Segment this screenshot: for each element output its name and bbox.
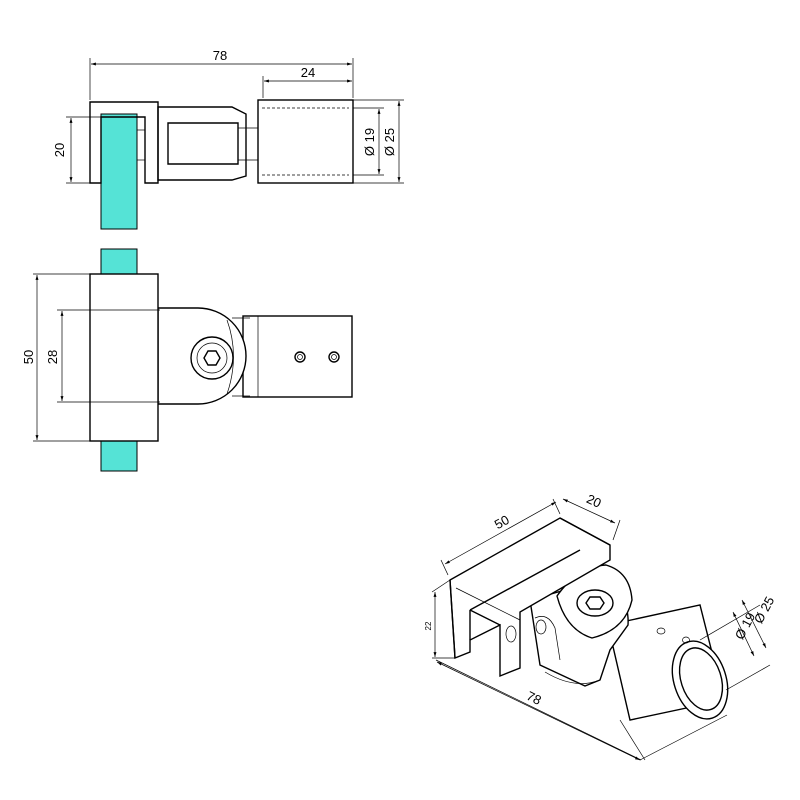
hinge-fork-top (157, 106, 247, 181)
iso-dim-78: 78 (524, 688, 544, 708)
clamp-body-front (89, 273, 159, 442)
glass-panel-front-lower (100, 440, 138, 472)
iso-dim-line-d19 (732, 611, 755, 657)
dim-28: 28 (45, 350, 60, 364)
hole-left (294, 351, 306, 363)
dim-20-top: 20 (52, 143, 67, 157)
hole-right (328, 351, 340, 363)
iso-hex-screw (576, 589, 614, 617)
dim-24: 24 (301, 65, 315, 80)
hex-screw-front (190, 336, 234, 380)
glass-panel-front-upper (100, 248, 138, 275)
dim-d19: Ø 19 (362, 128, 377, 156)
top-view: 78 24 Ø 19 Ø 25 20 (52, 48, 404, 230)
iso-dim-line-78 (436, 661, 641, 761)
dim-50-front: 50 (21, 350, 36, 364)
iso-tube-end-inner (678, 647, 724, 711)
iso-dim-line-50 (444, 501, 557, 565)
iso-dim-22: 22 (424, 621, 433, 630)
glass-panel-top (100, 113, 138, 230)
dim-78-top: 78 (213, 48, 227, 63)
dim-d25: Ø 25 (382, 128, 397, 156)
hinge-knuckle-front (157, 307, 247, 405)
tube-top (257, 99, 354, 184)
iso-dim-line-d25 (741, 599, 767, 649)
iso-dim-20: 20 (584, 491, 603, 511)
isometric-view: 50 20 22 78 Ø 25 Ø 19 (424, 491, 777, 761)
iso-dim-line-20 (562, 498, 616, 524)
iso-dim-50: 50 (492, 512, 512, 532)
front-view: 50 28 (21, 248, 353, 472)
